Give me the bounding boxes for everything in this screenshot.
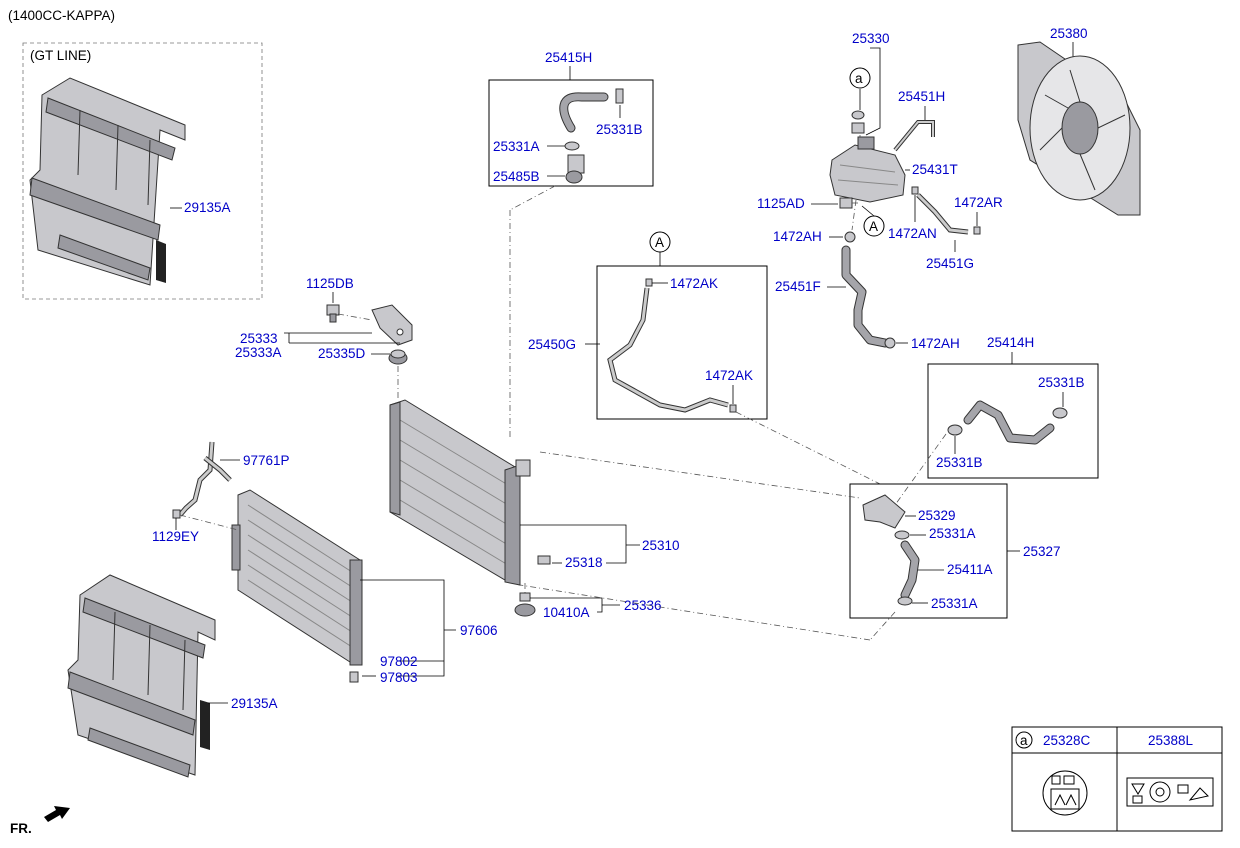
engine-header: (1400CC-KAPPA) [8,8,115,23]
label-29135A-bottom: 29135A [231,696,278,711]
legend-col2: 25388L [1148,733,1194,748]
legend-marker: a [1020,733,1028,748]
radiator-25310-drawing [389,399,531,586]
callout-a-circle [849,67,871,89]
label-25331B-left: 25331B [936,455,983,470]
label-25451G: 25451G [926,256,974,271]
reservoir-25431T-drawing [829,136,906,203]
hose-25415H-drawing [559,88,624,133]
label-25451H: 25451H [898,89,945,104]
fitting-25485B-drawing [565,154,585,184]
fan-25380-drawing [1017,41,1141,216]
label-sticker-25388L-icon [1126,777,1214,807]
box-25415H [488,79,654,187]
label-29135A-top: 29135A [184,200,231,215]
label-10410A: 10410A [543,605,590,620]
legend-table: a 25328C 25388L [1011,726,1223,832]
outlet-25329-drawing [862,494,906,529]
label-25333: 25333 [240,331,278,346]
label-25310: 25310 [642,538,680,553]
label-1472AH-top: 1472AH [773,229,822,244]
label-25329: 25329 [918,508,956,523]
shroud-top-drawing [29,77,186,286]
label-25331A-top: 25331A [493,139,540,154]
mount-25335D-drawing [388,349,408,365]
box-25450G [596,265,768,420]
label-25327: 25327 [1023,544,1061,559]
label-25333A: 25333A [235,345,282,360]
box-25414H [927,363,1099,479]
front-direction-arrow-icon [44,806,70,822]
label-1129EY: 1129EY [152,529,199,544]
label-25331A-low: 25331A [931,596,978,611]
label-25335D: 25335D [318,346,366,361]
pipe-97761P-drawing [178,441,232,517]
label-25451F: 25451F [775,279,821,294]
gt-line-label: (GT LINE) [30,48,91,63]
label-25414H: 25414H [987,335,1034,350]
gt-line-box [22,42,263,300]
label-97803: 97803 [380,670,418,685]
label-sticker-25328C-icon [1042,770,1088,816]
label-25415H: 25415H [545,50,592,65]
svg-text:A: A [869,219,878,234]
shroud-bottom-drawing [67,574,216,778]
svg-text:a: a [855,71,863,86]
label-25411A: 25411A [947,562,993,577]
label-1125DB: 1125DB [306,276,354,291]
label-25485B: 25485B [493,169,540,184]
label-97802: 97802 [380,654,418,669]
label-1472AH-bottom: 1472AH [911,336,960,351]
label-1472AK-top: 1472AK [670,276,718,291]
label-25330: 25330 [852,31,890,46]
hose-25451G-drawing [911,186,969,235]
bolt-1125DB-drawing [326,304,340,323]
label-97761P: 97761P [243,453,290,468]
label-25318: 25318 [565,555,603,570]
hose-25414H-drawing [963,400,1055,445]
label-25431T: 25431T [912,162,958,177]
legend-col1: 25328C [1043,733,1091,748]
label-97606: 97606 [460,623,498,638]
label-25380: 25380 [1050,26,1088,41]
label-25331A-mid: 25331A [929,526,976,541]
fr-label: FR. [10,821,32,836]
plug-25318-drawing [537,555,551,565]
label-25331B-top: 25331B [596,122,643,137]
hose-25451F-drawing [841,245,890,348]
label-25331B-right: 25331B [1038,375,1085,390]
bracket-25333-drawing [371,304,413,346]
condenser-97606-drawing [231,489,363,666]
hose-25450G-drawing [607,287,729,413]
label-1472AN: 1472AN [888,226,937,241]
label-1472AK-bottom: 1472AK [705,368,753,383]
label-1472AR: 1472AR [954,195,1003,210]
svg-text:A: A [655,235,664,250]
label-25450G: 25450G [528,337,576,352]
label-25336: 25336 [624,598,662,613]
label-1125AD: 1125AD [757,196,805,211]
cap-10410A-drawing [514,592,536,617]
hose-25411A-drawing [900,540,920,600]
